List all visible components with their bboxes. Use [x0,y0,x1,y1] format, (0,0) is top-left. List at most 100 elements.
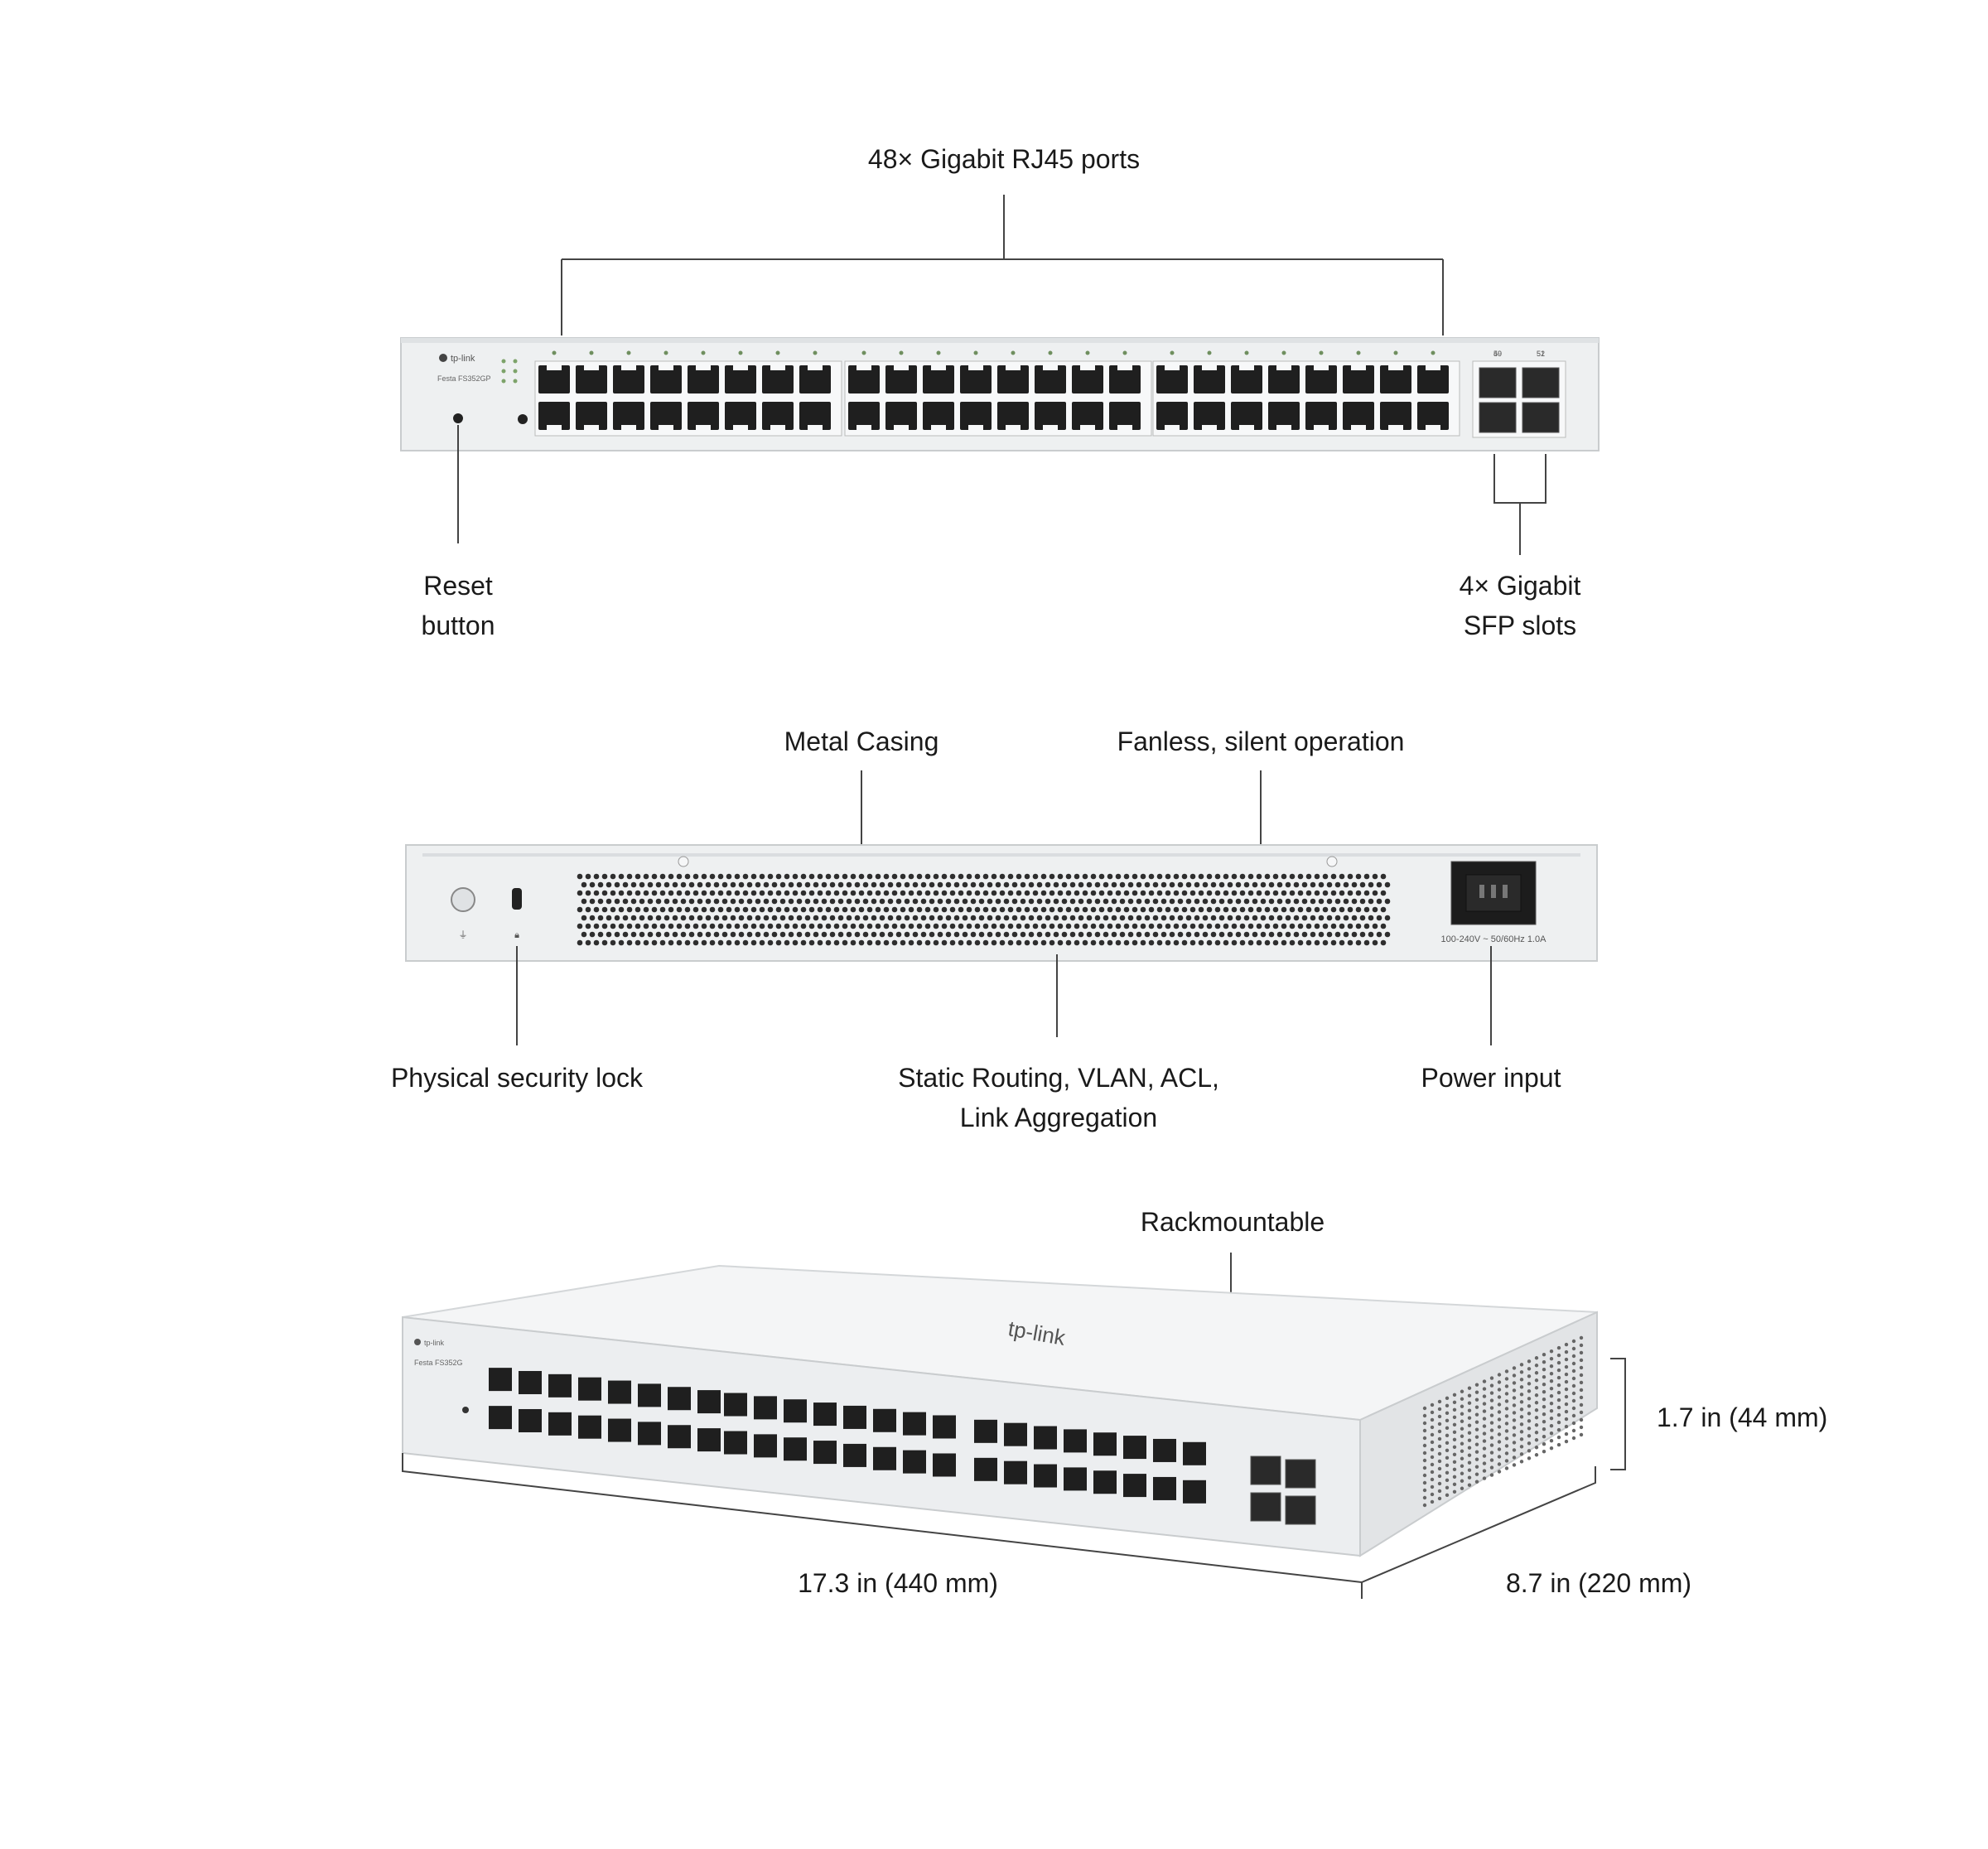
rj45-port[interactable] [1183,1480,1206,1504]
rj45-port[interactable] [650,365,682,393]
rj45-port[interactable] [613,402,644,430]
rj45-port[interactable] [638,1383,661,1407]
rj45-port[interactable] [1123,1474,1146,1498]
rj45-port[interactable] [754,1396,777,1420]
rj45-port[interactable] [1183,1441,1206,1465]
rj45-port[interactable] [613,365,644,393]
rj45-port[interactable] [1034,1464,1057,1488]
rj45-port[interactable] [997,402,1029,430]
rj45-port[interactable] [1035,365,1066,393]
rj45-port[interactable] [923,402,954,430]
rj45-port[interactable] [1072,402,1103,430]
rj45-port[interactable] [638,1422,661,1446]
mode-button[interactable] [518,414,528,424]
sfp-slot[interactable] [1522,402,1560,433]
rj45-port[interactable] [784,1399,807,1423]
rj45-port[interactable] [697,1428,721,1452]
rj45-port[interactable] [974,1457,997,1481]
rj45-port[interactable] [725,365,756,393]
rj45-port[interactable] [576,365,607,393]
rj45-port[interactable] [974,1419,997,1443]
rj45-port[interactable] [754,1434,777,1458]
rj45-port[interactable] [688,402,719,430]
rj45-port[interactable] [1064,1467,1087,1491]
rj45-port[interactable] [960,402,992,430]
rj45-port[interactable] [1123,1436,1146,1460]
rj45-port[interactable] [1380,402,1411,430]
rj45-port[interactable] [1305,365,1337,393]
rj45-port[interactable] [873,1408,896,1432]
rj45-port[interactable] [1156,365,1188,393]
rj45-port[interactable] [576,402,607,430]
rj45-port[interactable] [1194,365,1225,393]
rj45-port[interactable] [608,1418,631,1442]
rj45-port[interactable] [1343,402,1374,430]
rj45-port[interactable] [1004,1460,1027,1485]
rj45-port[interactable] [1093,1470,1117,1494]
perspective-reset-button[interactable] [462,1407,469,1413]
rj45-port[interactable] [668,1387,691,1411]
rj45-port[interactable] [578,1415,601,1439]
sfp-slot[interactable] [1285,1495,1316,1525]
rj45-port[interactable] [885,365,917,393]
security-lock-slot[interactable] [512,888,522,910]
rj45-port[interactable] [519,1370,542,1394]
rj45-port[interactable] [1380,365,1411,393]
rj45-port[interactable] [848,402,880,430]
rj45-port[interactable] [489,1406,512,1430]
rj45-port[interactable] [1305,402,1337,430]
rj45-port[interactable] [548,1373,572,1398]
rj45-port[interactable] [1109,402,1141,430]
rj45-port[interactable] [1093,1432,1117,1456]
rj45-port[interactable] [1417,365,1449,393]
sfp-slot[interactable] [1250,1492,1281,1522]
rj45-port[interactable] [1064,1429,1087,1453]
rj45-port[interactable] [650,402,682,430]
rj45-port[interactable] [724,1431,747,1455]
rj45-port[interactable] [1153,1438,1176,1462]
rj45-port[interactable] [1034,1426,1057,1450]
rj45-port[interactable] [762,402,794,430]
sfp-slot[interactable] [1479,402,1517,433]
rj45-port[interactable] [885,402,917,430]
rj45-port[interactable] [548,1412,572,1436]
rj45-port[interactable] [873,1446,896,1470]
rj45-port[interactable] [1231,402,1262,430]
rj45-port[interactable] [519,1408,542,1432]
rj45-port[interactable] [1072,365,1103,393]
sfp-slot[interactable] [1522,367,1560,398]
rj45-port[interactable] [668,1425,691,1449]
rj45-port[interactable] [960,365,992,393]
rj45-port[interactable] [1268,402,1300,430]
rj45-port[interactable] [1231,365,1262,393]
rj45-port[interactable] [1109,365,1141,393]
rj45-port[interactable] [923,365,954,393]
rj45-port[interactable] [1194,402,1225,430]
rj45-port[interactable] [843,1443,866,1467]
rj45-port[interactable] [813,1402,837,1427]
rj45-port[interactable] [1417,402,1449,430]
rj45-port[interactable] [538,402,570,430]
rj45-port[interactable] [688,365,719,393]
rj45-port[interactable] [903,1412,926,1436]
rj45-port[interactable] [933,1415,956,1439]
rj45-port[interactable] [1153,1476,1176,1500]
rj45-port[interactable] [799,365,831,393]
rj45-port[interactable] [697,1390,721,1414]
reset-button[interactable] [453,413,463,423]
sfp-slot[interactable] [1250,1456,1281,1485]
rj45-port[interactable] [813,1441,837,1465]
rj45-port[interactable] [725,402,756,430]
rj45-port[interactable] [578,1377,601,1401]
rj45-port[interactable] [1343,365,1374,393]
rj45-port[interactable] [1004,1422,1027,1446]
rj45-port[interactable] [724,1393,747,1417]
rj45-port[interactable] [608,1380,631,1404]
rj45-port[interactable] [538,365,570,393]
sfp-slot[interactable] [1479,367,1517,398]
rj45-port[interactable] [1156,402,1188,430]
rj45-port[interactable] [848,365,880,393]
rj45-port[interactable] [784,1437,807,1461]
rj45-port[interactable] [903,1450,926,1474]
rj45-port[interactable] [489,1368,512,1392]
